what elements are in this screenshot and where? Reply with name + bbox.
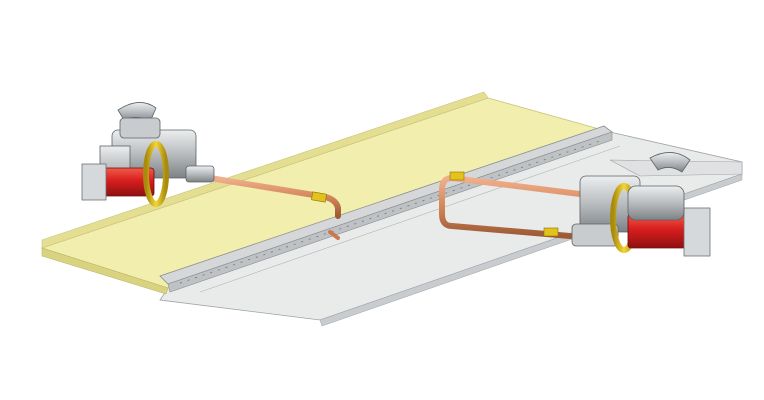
yellow-sheet [40,91,612,295]
left-welding-gun [81,102,341,240]
right-welding-gun [439,152,711,257]
seam-flange [159,125,613,293]
